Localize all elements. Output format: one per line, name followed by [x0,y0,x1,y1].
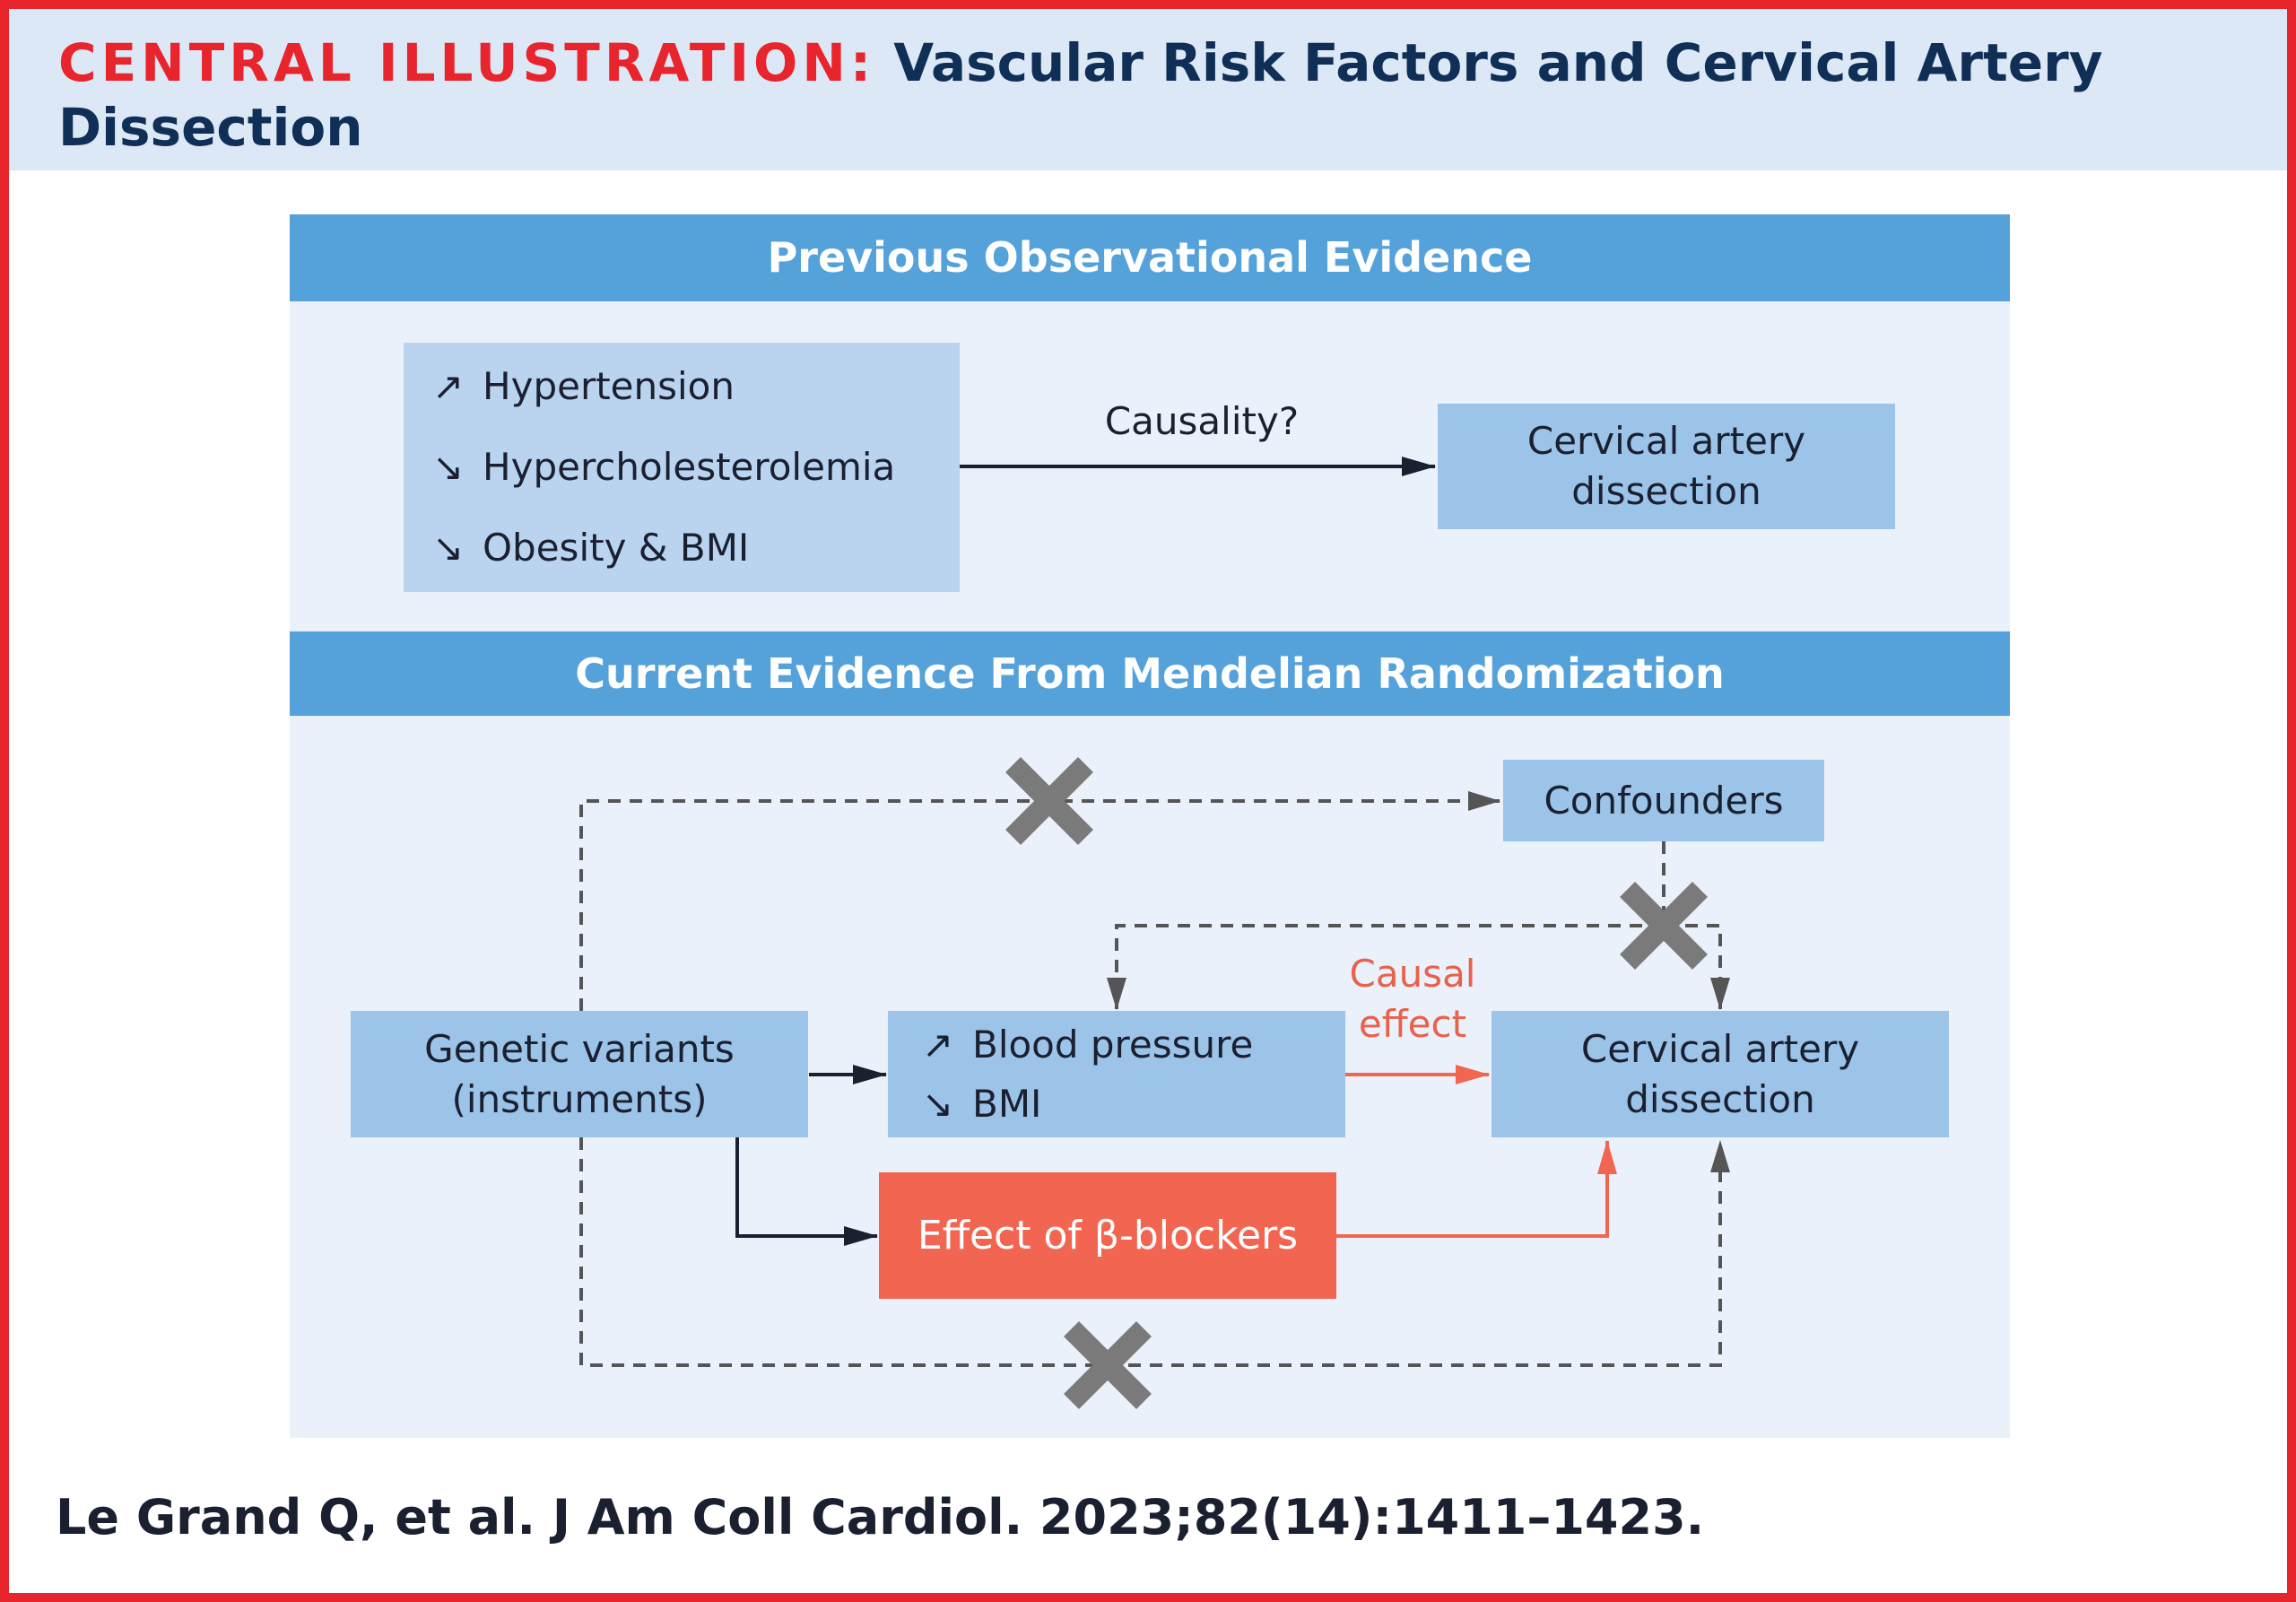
risk-factor-obesity-bmi: ↘Obesity & BMI [432,508,960,588]
genetic-variants-box: Genetic variants (instruments) [351,1011,808,1137]
confounders-to-exposures-path [1107,924,1664,1010]
increase-arrow-icon: ↗ [922,1022,954,1067]
genetic-to-outcome-path [579,1137,1730,1367]
previous-outcome-box: Cervical artery dissection [1438,404,1895,529]
beta-blockers-to-outcome-arrow [1336,1140,1617,1238]
illustration-label: CENTRAL ILLUSTRATION: [58,32,876,93]
cross-icon-confounders [1620,882,1708,970]
genetic-to-confounders-path [579,791,1500,1011]
genetic-to-beta-blockers-arrow [735,1137,878,1246]
previous-evidence-heading: Previous Observational Evidence [290,214,2010,301]
risk-factor-hypercholesterolemia: ↘Hypercholesterolemia [432,427,960,508]
confounders-box: Confounders [1503,760,1824,841]
exposure-blood-pressure: ↗Blood pressure [922,1015,1345,1075]
current-outcome-box: Cervical artery dissection [1492,1011,1949,1137]
causality-question-label: Causality? [1104,399,1300,443]
current-evidence-heading: Current Evidence From Mendelian Randomiz… [290,631,2010,716]
decrease-arrow-icon: ↘ [922,1081,954,1126]
exposures-box: ↗Blood pressure ↘BMI [888,1011,1345,1137]
causal-effect-label: Causal effect [1349,952,1476,1046]
exposure-bmi: ↘BMI [922,1075,1345,1134]
illustration-title-text: Vascular Risk Factors and Cervical Arter… [58,32,2103,158]
cross-icon-bottom [1064,1321,1152,1409]
decrease-arrow-icon: ↘ [432,526,465,570]
risk-factor-hypertension: ↗Hypertension [432,346,960,427]
citation: Le Grand Q, et al. J Am Coll Cardiol. 20… [56,1489,1705,1545]
confounders-to-outcome-path [1664,924,1730,1010]
decrease-arrow-icon: ↘ [432,445,465,489]
increase-arrow-icon: ↗ [432,364,465,408]
illustration-title: CENTRAL ILLUSTRATION: Vascular Risk Fact… [58,30,2247,160]
cross-icon-top [1005,757,1093,845]
header-banner: CENTRAL ILLUSTRATION: Vascular Risk Fact… [9,9,2287,170]
risk-factors-box: ↗Hypertension ↘Hypercholesterolemia ↘Obe… [404,343,960,592]
beta-blockers-box: Effect of β-blockers [879,1172,1336,1299]
